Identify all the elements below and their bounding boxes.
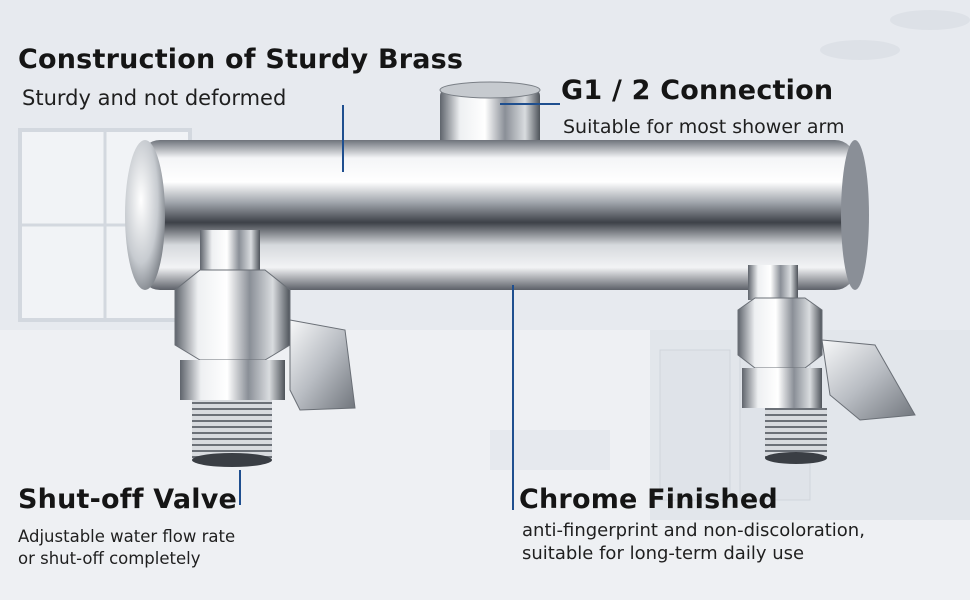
feature-desc-chrome-line1: anti-fingerprint and non-discoloration, [522,520,865,541]
feature-title-chrome: Chrome Finished [519,484,778,515]
feature-desc-connection: Suitable for most shower arm [563,116,845,138]
feature-desc-brass: Sturdy and not deformed [22,86,287,110]
feature-desc-chrome-line2: suitable for long-term daily use [522,543,805,564]
feature-desc-valve-line2: or shut-off completely [18,549,201,568]
feature-title-valve: Shut-off Valve [18,484,238,515]
feature-title-connection: G1 / 2 Connection [561,75,834,106]
feature-title-brass: Construction of Sturdy Brass [18,44,464,75]
feature-desc-valve-line1: Adjustable water flow rate [18,527,236,546]
